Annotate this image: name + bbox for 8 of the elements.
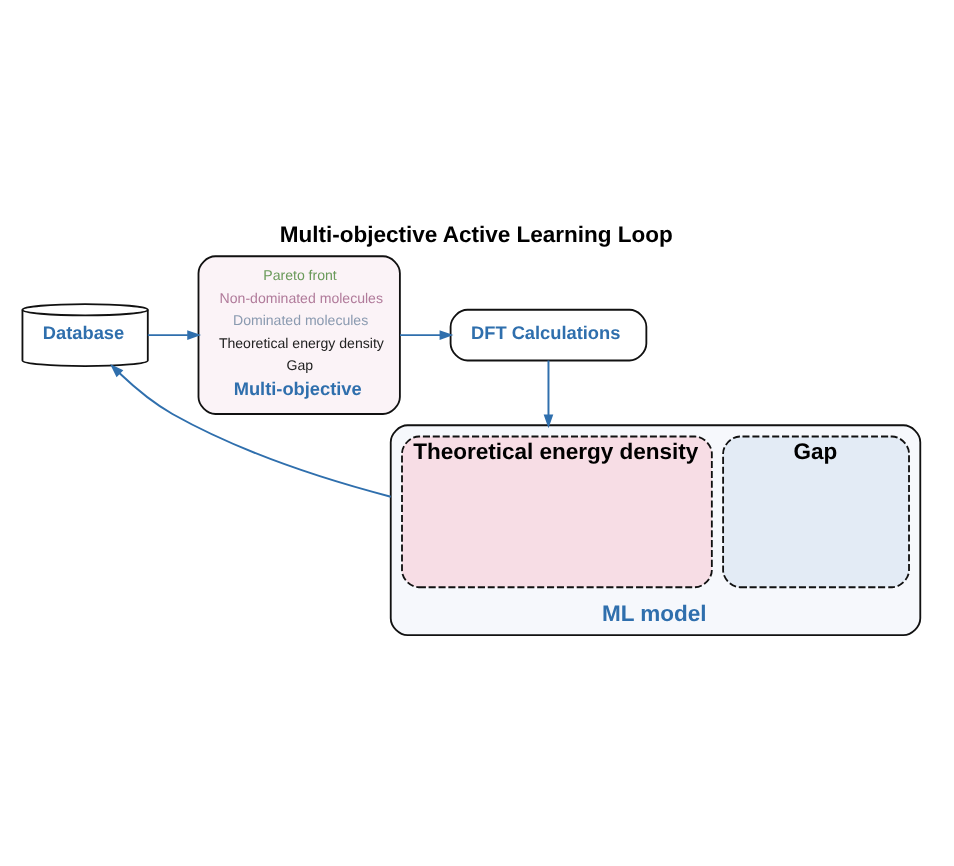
- arrow: [543, 359, 554, 429]
- diagram-title: Multi-objective Active Learning Loop: [279, 223, 673, 248]
- node-box: DFT Calculations: [449, 308, 648, 362]
- arrow: [110, 364, 392, 498]
- arrow: [399, 330, 454, 340]
- node-box: Gap: [722, 435, 910, 589]
- arrow: [146, 330, 202, 340]
- node-box: Theoretical energy density: [401, 435, 713, 589]
